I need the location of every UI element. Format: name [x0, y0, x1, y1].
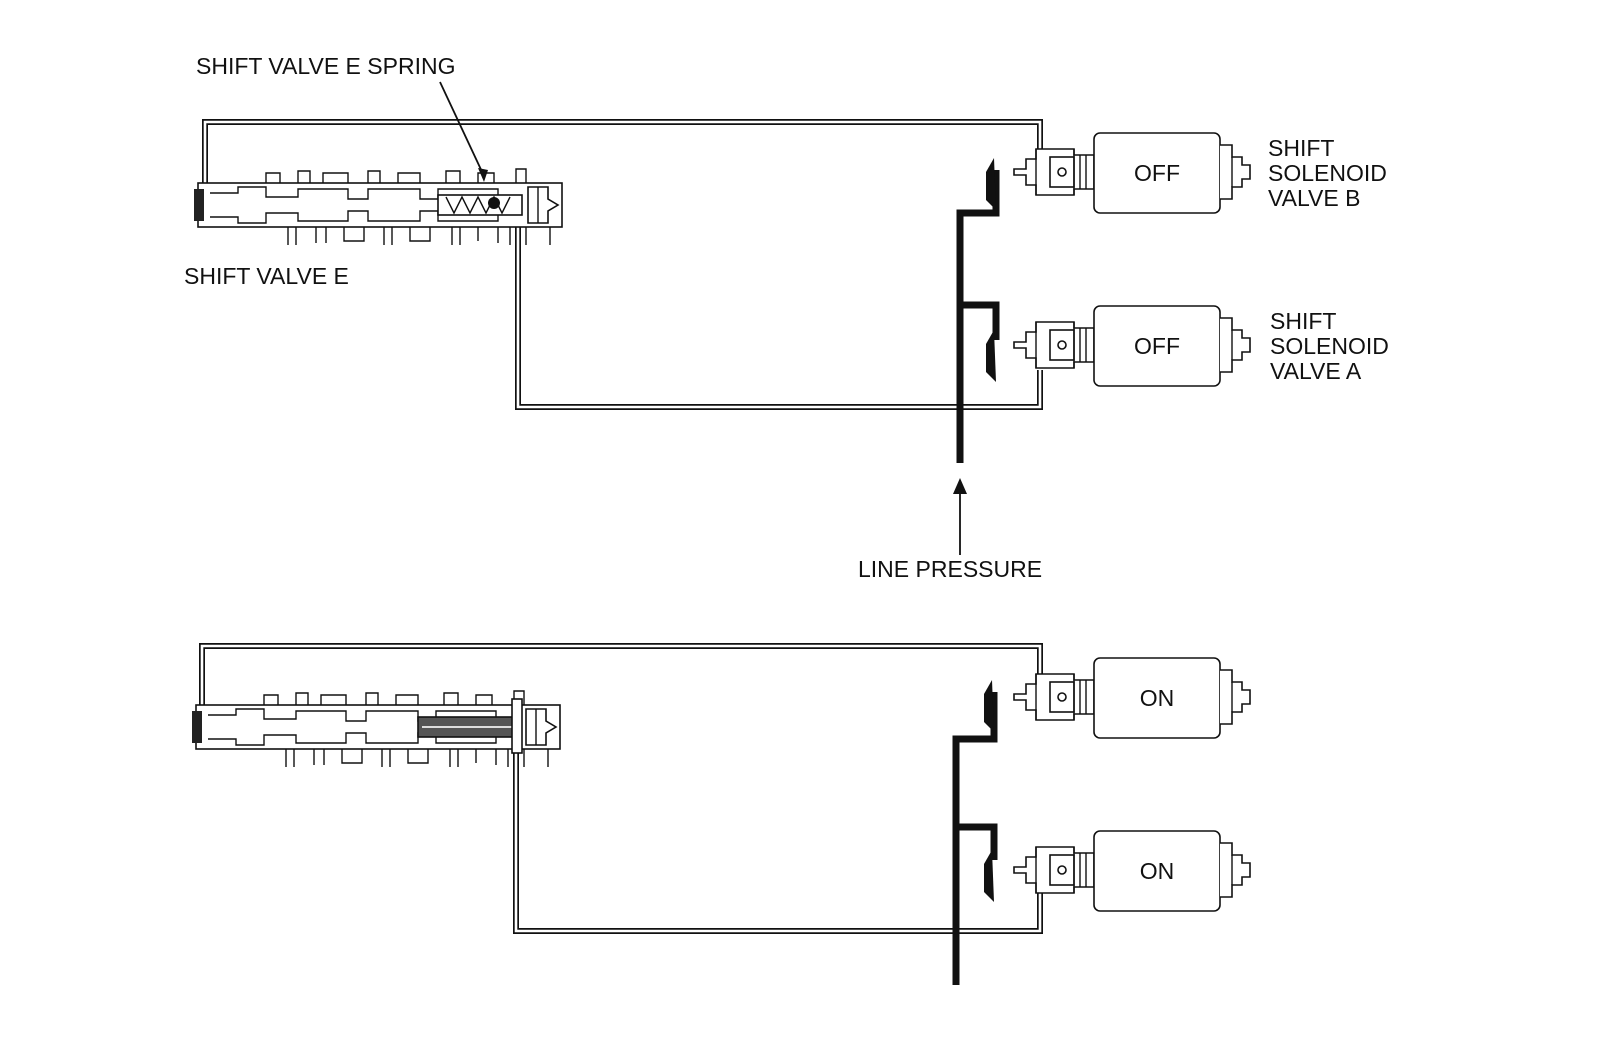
shift-valve-e-bottom — [191, 690, 561, 768]
spring-leader-arrow — [478, 168, 488, 182]
shift-solenoid-valve-b-label: SHIFT SOLENOID VALVE B — [1268, 135, 1393, 211]
shift-solenoid-valve-b-top: OFF — [1013, 132, 1251, 214]
top-circuit: OFF OFF SHIFT VALVE E SPRING SHIFT VALVE… — [184, 53, 1395, 582]
shift-solenoid-valve-a-top: OFF — [1013, 305, 1251, 387]
line-pressure-trunk — [956, 170, 1000, 463]
solenoid-a-state-bottom: ON — [1140, 858, 1175, 884]
solenoid-b-state-top: OFF — [1134, 160, 1180, 186]
bottom-circuit: ON ON — [191, 643, 1251, 985]
solenoid-a-state-top: OFF — [1134, 333, 1180, 359]
shift-solenoid-valve-a-label: SHIFT SOLENOID VALVE A — [1270, 308, 1395, 384]
shift-solenoid-valve-a-bottom: ON — [1013, 830, 1251, 912]
solenoid-b-state-bottom: ON — [1140, 685, 1175, 711]
shift-solenoid-valve-b-bottom: ON — [1013, 657, 1251, 739]
shift-valve-e-label: SHIFT VALVE E — [184, 263, 349, 289]
shift-valve-e — [193, 168, 563, 246]
shift-valve-e-spring-label: SHIFT VALVE E SPRING — [196, 53, 455, 79]
spring-leader-line — [439, 81, 485, 177]
line-pressure-arrow-head — [953, 478, 967, 494]
line-pressure-label: LINE PRESSURE — [858, 556, 1042, 582]
